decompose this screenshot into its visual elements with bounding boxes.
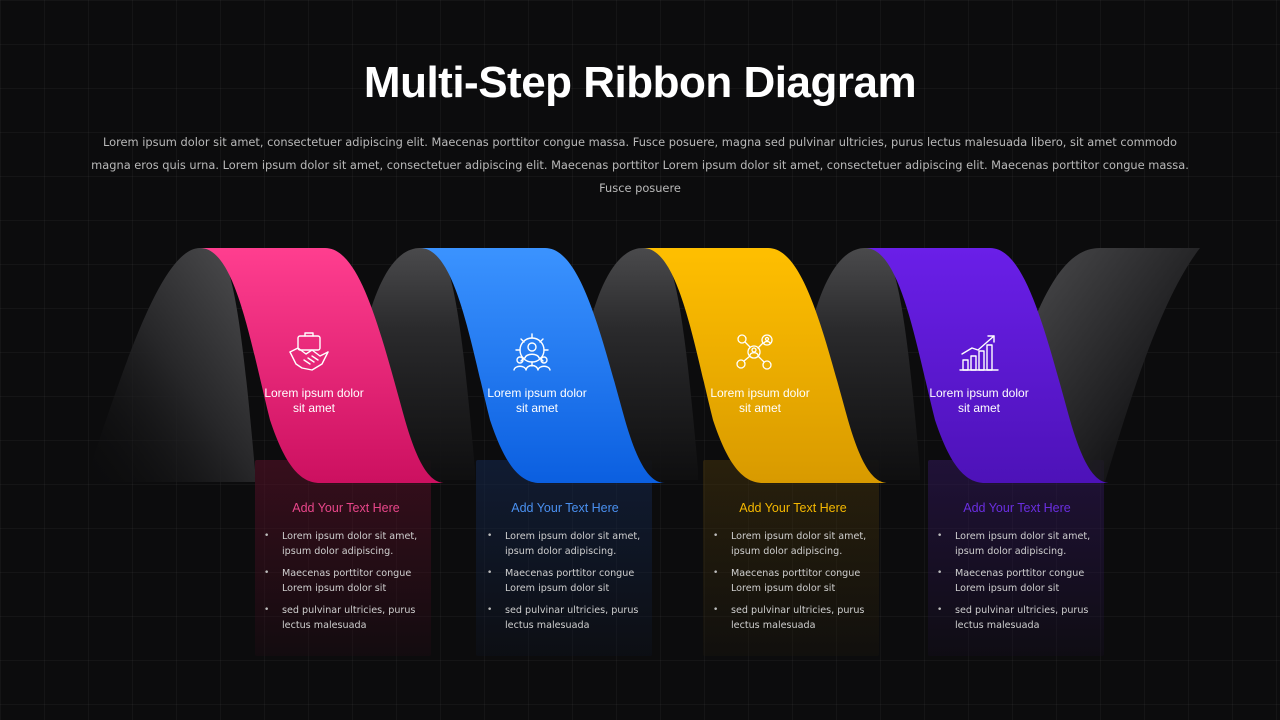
step-3-label-line1: Lorem ipsum dolor	[710, 386, 810, 400]
growth-chart-icon	[959, 335, 999, 371]
page-title: Multi-Step Ribbon Diagram	[363, 58, 917, 107]
step-3-label-line2: sit amet	[738, 401, 781, 415]
step-4-bullets: Lorem ipsum dolor sit amet,ipsum dolor a…	[937, 529, 1097, 640]
step-1-label-line1: Lorem ipsum dolor	[264, 386, 364, 400]
handshake-icon	[289, 332, 329, 371]
step-3-label: Lorem ipsum dolor sit amet	[700, 386, 820, 416]
step-4-label-line1: Lorem ipsum dolor	[929, 386, 1029, 400]
step-2-label-line2: sit amet	[515, 401, 558, 415]
ribbon-back-segment-1	[365, 248, 475, 480]
ribbon-band-2	[420, 248, 665, 483]
step-4-heading: Add Your Text Here	[963, 501, 1071, 515]
step-1-label-line2: sit amet	[292, 401, 335, 415]
ribbon-back-segment-4	[1030, 248, 1200, 482]
list-item: Lorem ipsum dolor sit amet,ipsum dolor a…	[264, 529, 424, 559]
step-2-label: Lorem ipsum dolor sit amet	[477, 386, 597, 416]
list-item: Lorem ipsum dolor sit amet,ipsum dolor a…	[487, 529, 647, 559]
step-2-bullets: Lorem ipsum dolor sit amet,ipsum dolor a…	[487, 529, 647, 640]
list-item: Lorem ipsum dolor sit amet,ipsum dolor a…	[937, 529, 1097, 559]
step-1-heading: Add Your Text Here	[292, 501, 400, 515]
step-2-heading: Add Your Text Here	[511, 501, 619, 515]
step-3-heading: Add Your Text Here	[739, 501, 847, 515]
ribbon-back-segment-3	[810, 248, 920, 480]
list-item: Lorem ipsum dolor sit amet,ipsum dolor a…	[713, 529, 873, 559]
page-subtitle: Lorem ipsum dolor sit amet, consectetuer…	[91, 135, 1189, 195]
team-gear-icon	[513, 333, 551, 371]
ribbon-band-1	[200, 248, 445, 483]
step-4-label-line2: sit amet	[957, 401, 1000, 415]
step-1-label: Lorem ipsum dolor sit amet	[254, 386, 374, 416]
ribbon-band-3	[643, 248, 888, 483]
step-3-bullets: Lorem ipsum dolor sit amet,ipsum dolor a…	[713, 529, 873, 640]
network-people-icon	[736, 334, 773, 370]
step-2-label-line1: Lorem ipsum dolor	[487, 386, 587, 400]
step-4-label: Lorem ipsum dolor sit amet	[919, 386, 1039, 416]
ribbon-back-segment-0	[85, 248, 255, 482]
ribbon-back-segment-2	[588, 248, 698, 480]
step-1-bullets: Lorem ipsum dolor sit amet,ipsum dolor a…	[264, 529, 424, 640]
